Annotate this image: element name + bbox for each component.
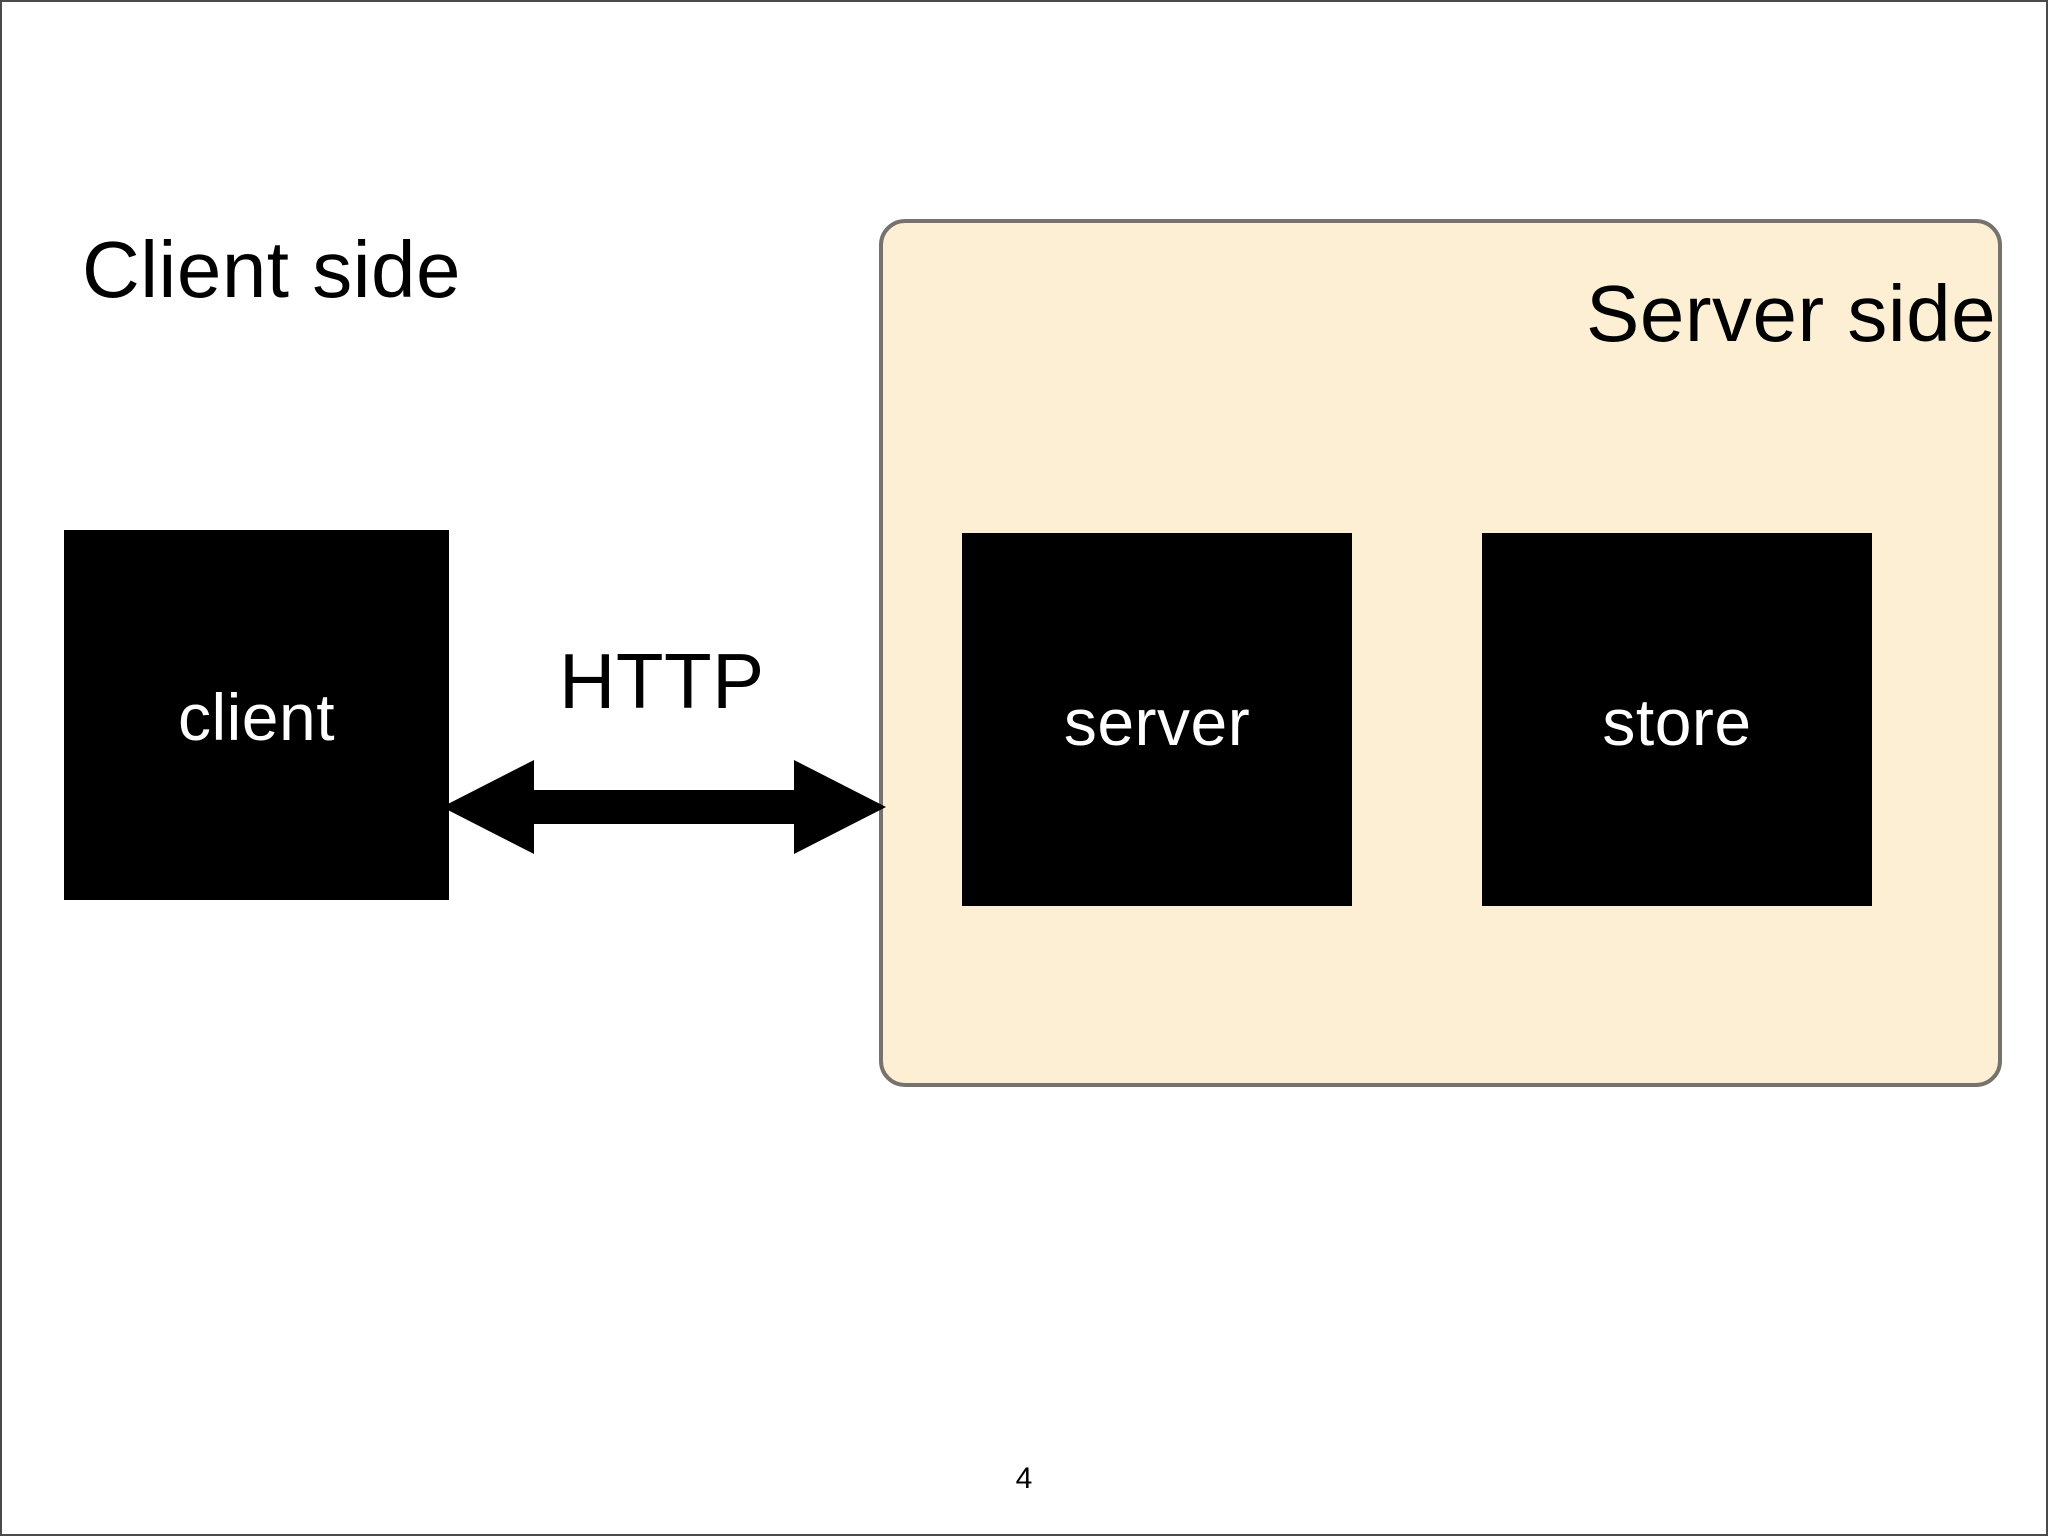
client-node-box[interactable]: client: [64, 530, 449, 900]
double-headed-arrow-icon: [442, 760, 886, 854]
page-number: 4: [1015, 1462, 1033, 1495]
http-connector-label: HTTP: [559, 637, 765, 725]
store-node-label: store: [1602, 684, 1752, 759]
server-node-label: server: [1063, 684, 1251, 759]
server-side-panel: Server side server store: [879, 219, 2002, 1087]
server-node-box[interactable]: server: [962, 533, 1352, 906]
client-side-label: Client side: [82, 225, 462, 314]
client-node-label: client: [177, 680, 336, 754]
store-node-box[interactable]: store: [1482, 533, 1872, 906]
server-side-label: Server side: [1586, 269, 1997, 358]
